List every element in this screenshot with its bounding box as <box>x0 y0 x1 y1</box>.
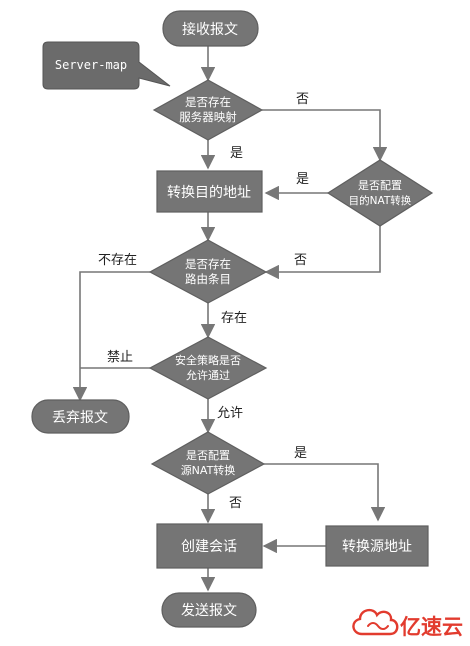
decision-line-2: 目的NAT转换 <box>349 194 412 207</box>
node-send: 发送报文 <box>161 592 257 628</box>
node-translate-source: 转换源地址 <box>325 525 429 567</box>
node-discard: 丢弃报文 <box>31 399 130 434</box>
callout-shape <box>42 41 171 90</box>
brand-name: 亿速云 <box>400 615 463 639</box>
decision-line-1: 是否存在 <box>185 95 231 109</box>
node-dest-nat-decision: 是否配置 目的NAT转换 <box>326 159 434 227</box>
decision-shape <box>150 431 266 495</box>
edge-label-dnat-no: 否 <box>294 253 307 268</box>
node-translate-dest-shape <box>156 170 263 213</box>
node-policy-decision: 安全策略是否 允许通过 <box>148 336 268 400</box>
edge-label-snat-no: 否 <box>229 496 242 511</box>
edge-label-policy-deny: 禁止 <box>107 350 133 365</box>
node-create-session-label: 创建会话 <box>181 539 237 555</box>
decision-shape <box>152 79 264 141</box>
node-send-shape <box>161 592 257 628</box>
edge-label-snat-yes: 是 <box>294 446 307 461</box>
edge-label-route-exist: 存在 <box>221 311 247 326</box>
edge-label-map-yes: 是 <box>230 146 243 161</box>
node-discard-shape <box>31 399 130 434</box>
node-source-nat-decision: 是否配置 源NAT转换 <box>150 431 266 495</box>
decision-line-1: 安全策略是否 <box>175 353 241 367</box>
decision-line-2: 服务器映射 <box>179 110 237 124</box>
decision-line-2: 源NAT转换 <box>181 463 236 477</box>
node-send-label: 发送报文 <box>181 603 237 619</box>
edge-dnat-no-to-route <box>264 226 381 280</box>
node-create-session: 创建会话 <box>156 523 263 569</box>
node-receive-label: 接收报文 <box>182 21 238 38</box>
edge-map-no-to-dnat <box>262 109 388 162</box>
decision-line-1: 是否存在 <box>185 257 231 271</box>
node-translate-source-label: 转换源地址 <box>342 538 412 555</box>
edge-label-policy-allow: 允许 <box>217 405 243 421</box>
node-server-map-decision: 是否存在 服务器映射 <box>152 79 264 141</box>
edge-snat-yes-to-translate-source <box>264 463 386 522</box>
callout-label: Server-map <box>55 58 127 72</box>
decision-shape <box>148 239 268 304</box>
decision-line-1: 是否配置 <box>358 179 402 192</box>
decision-shape <box>148 336 268 400</box>
edge-label-dnat-yes: 是 <box>296 172 309 187</box>
decision-line-1: 是否配置 <box>186 449 230 462</box>
edge-labels: 否 是 是 否 不存在 存在 禁止 允许 是 否 <box>98 92 309 511</box>
node-discard-label: 丢弃报文 <box>52 410 108 426</box>
edge-route-no-to-discard <box>72 271 150 402</box>
brand-watermark: 亿速云 <box>352 608 463 639</box>
decision-shape <box>326 159 434 227</box>
node-route-decision: 是否存在 路由条目 <box>148 239 268 304</box>
node-translate-dest-label: 转换目的地址 <box>167 184 251 201</box>
decision-line-2: 路由条目 <box>185 272 231 286</box>
node-translate-source-shape <box>325 525 429 567</box>
edge-label-map-no: 否 <box>296 92 309 107</box>
cloud-logo-icon <box>352 608 399 636</box>
connectors <box>72 46 388 592</box>
decision-line-2: 允许通过 <box>186 368 230 382</box>
node-receive: 接收报文 <box>162 10 259 47</box>
node-create-session-shape <box>156 523 263 569</box>
server-map-callout: Server-map <box>42 41 171 90</box>
node-translate-dest: 转换目的地址 <box>156 170 263 213</box>
edge-label-route-not-exist: 不存在 <box>98 253 137 268</box>
node-receive-shape <box>162 10 259 47</box>
